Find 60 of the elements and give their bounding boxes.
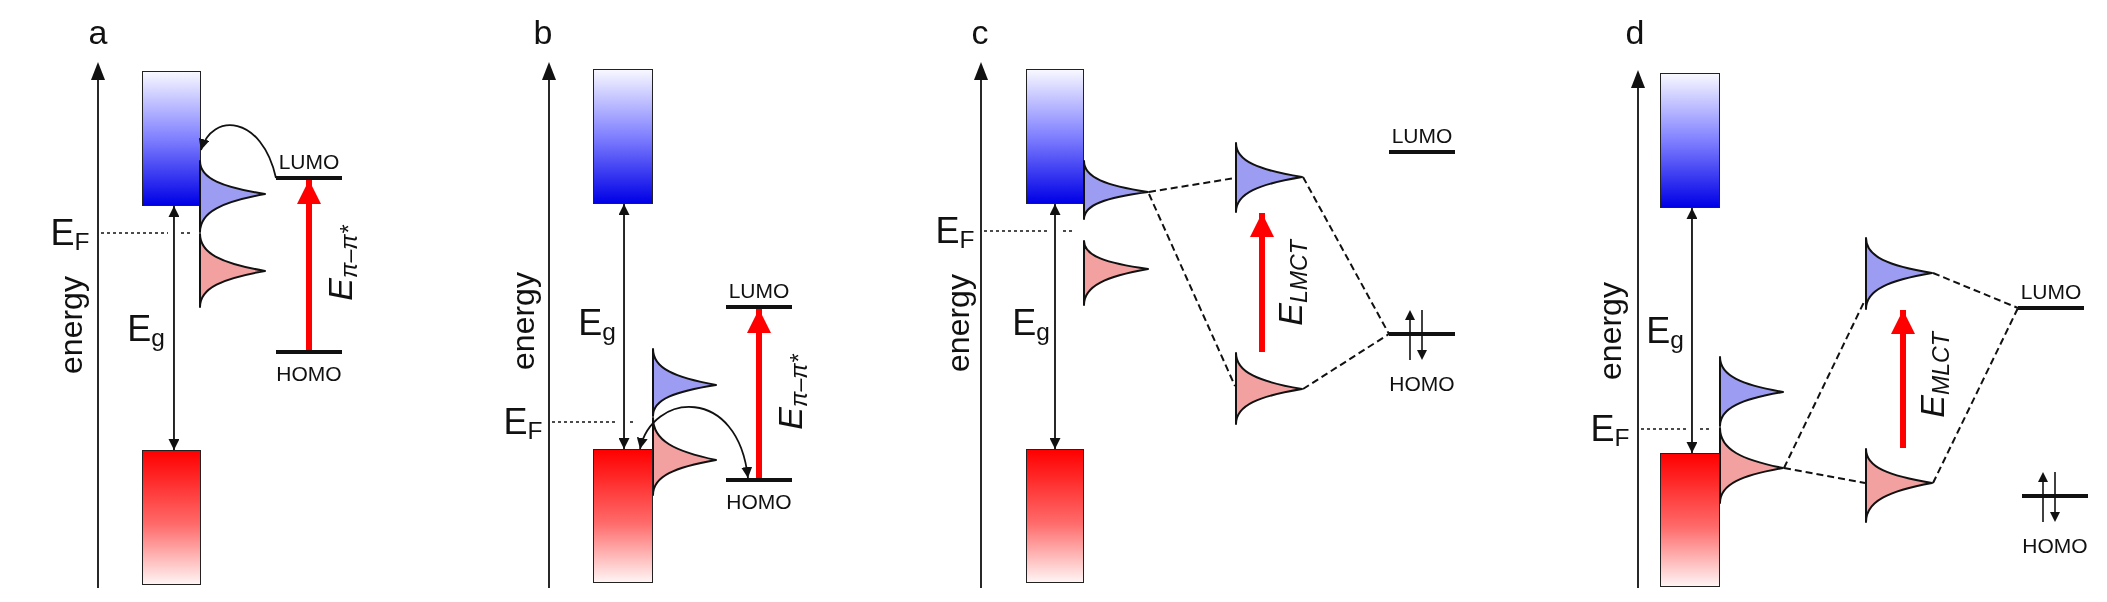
gaussian-peak [1865,448,1933,523]
dashed-line [1932,307,2019,485]
panel-letter: b [532,12,554,54]
level-label: LUMO [2019,280,2083,304]
gaussian-peak [1083,240,1149,306]
panel-letter: a [87,12,109,54]
axis-label: energy [938,273,977,374]
gaussian-peak [1083,160,1149,220]
conduction-band [142,71,201,206]
gaussian-peak [199,160,266,233]
curved-arrow [638,406,752,479]
gaussian-peak [199,233,266,308]
double-arrow [1686,207,1698,454]
curved-arrow [200,124,277,179]
conduction-band [1660,73,1720,208]
level-label: LUMO [277,150,341,174]
axis-label: energy [1590,281,1629,382]
gaussian-peak [1719,427,1784,504]
double-arrow [1049,203,1061,450]
gaussian-peak [1719,356,1784,427]
level-label: LUMO [1390,124,1454,148]
transition-arrow [1891,310,1915,448]
axis-label: energy [51,275,90,376]
transition-arrow [297,180,321,350]
axis-label: energy [503,271,542,372]
dashed-line [1148,193,1236,387]
edge-label: E$_{g}$ [1011,300,1051,348]
gaussian-peak [1235,352,1303,425]
level-label: HOMO [1389,372,1455,396]
gaussian-peak [652,417,717,496]
valence-band [1026,449,1084,583]
dashed-line [1783,466,1866,485]
level-label: LUMO [727,279,791,303]
valence-band [1660,453,1720,587]
gaussian-peak [1235,142,1303,213]
level-label: HOMO [2022,534,2088,558]
fermi-level-label: E$_{F}$ [934,208,976,256]
edge-label: E$_{g}$ [577,300,617,348]
valence-band [593,449,653,583]
dashed-line [1932,272,2019,309]
edge-label: E$_{g}$ [126,306,166,354]
fermi-level-label: E$_{F}$ [1589,406,1631,454]
double-arrow [168,205,180,451]
gaussian-peak [652,348,717,417]
panel-letter: d [1624,12,1646,54]
fermi-level-label: E$_{F}$ [49,210,91,258]
fermi-level-label: E$_{F}$ [502,399,544,447]
conduction-band [593,69,653,204]
transition-arrow [1250,213,1274,352]
dashed-line [1302,333,1390,390]
double-arrow [618,203,630,450]
edge-label: E$_{g}$ [1645,308,1685,356]
transition-arrow [747,309,771,478]
panel-letter: c [970,12,990,54]
level-label: HOMO [276,362,342,386]
gaussian-peak [1865,237,1933,310]
level-label: HOMO [726,490,792,514]
conduction-band [1026,69,1084,204]
valence-band [142,450,201,585]
dashed-line [1302,176,1390,335]
